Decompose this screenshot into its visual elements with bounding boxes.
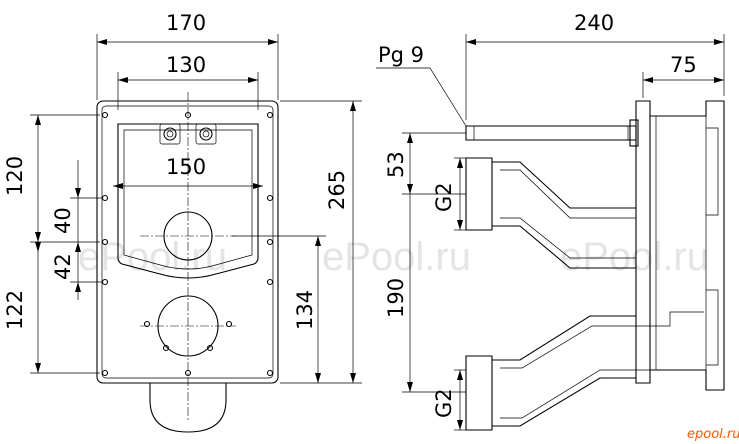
watermark-3: ePool.ru	[560, 235, 709, 279]
upper-port-stub	[465, 157, 493, 231]
dim-170: 170	[166, 11, 206, 35]
label-g2-lower: G2	[432, 388, 456, 418]
label-pg9: Pg 9	[378, 43, 424, 67]
side-view: 240 75 Pg 9 53 190 G2 G2	[376, 11, 725, 431]
lower-port-stub	[465, 355, 493, 431]
pg9-rod	[465, 125, 637, 141]
dim-120: 120	[3, 156, 27, 196]
brand-logo: epool.ru	[687, 427, 739, 442]
watermarks: ePool.ru ePool.ru ePool.ru l	[78, 235, 709, 279]
side-flange	[635, 100, 651, 384]
dim-130: 130	[166, 53, 206, 77]
front-view: 170 130 150 265 134 120 122	[3, 11, 362, 433]
bottom-pipe	[149, 383, 227, 433]
dim-42: 42	[51, 253, 75, 280]
dim-122: 122	[3, 290, 27, 330]
dim-150: 150	[166, 155, 206, 179]
upper-box	[117, 123, 259, 279]
dim-134: 134	[293, 290, 317, 330]
dim-265: 265	[325, 170, 349, 210]
dim-240: 240	[574, 11, 614, 35]
upper-box-inner	[123, 129, 253, 270]
cable-glands	[159, 123, 217, 145]
label-g2-upper: G2	[432, 182, 456, 212]
dim-75: 75	[670, 53, 697, 77]
dim-53: 53	[384, 151, 408, 178]
watermark-2: ePool.ru	[322, 235, 471, 279]
dim-190: 190	[384, 278, 408, 318]
side-body	[650, 100, 725, 391]
dim-40: 40	[51, 207, 75, 234]
